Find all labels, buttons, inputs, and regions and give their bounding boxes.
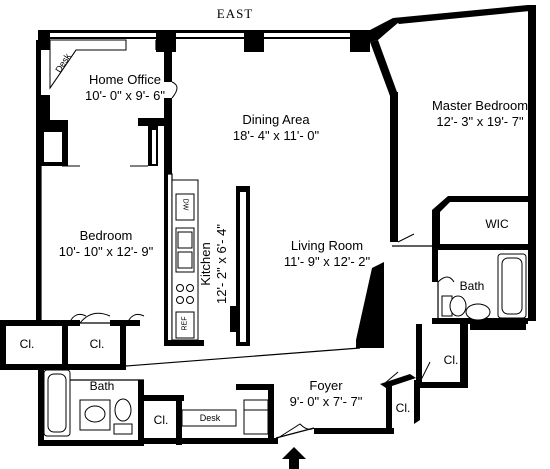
foyer-desk: [181, 399, 269, 435]
room-dims: 12'- 2" x 6'- 4": [214, 224, 229, 304]
room-master-bedroom: Master Bedroom 12'- 3" x 19'- 7": [418, 98, 542, 130]
room-dims: 10'- 10" x 12'- 9": [58, 244, 154, 259]
dishwasher-label: DW: [181, 198, 189, 211]
doors: [62, 81, 455, 439]
room-name: Kitchen: [198, 242, 213, 286]
closet-2: Cl.: [89, 337, 105, 351]
closet-1: Cl.: [19, 337, 35, 351]
room-name: Foyer: [309, 378, 343, 393]
room-kitchen: Kitchen 12'- 2" x 6'- 4": [198, 218, 230, 310]
room-home-office: Home Office 10'- 0" x 9'- 6": [70, 72, 180, 104]
room-dims: 11'- 9" x 12'- 2": [283, 254, 371, 269]
room-name: Living Room: [290, 238, 364, 253]
room-foyer: Foyer 9'- 0" x 7'- 7": [276, 378, 376, 410]
room-name: Master Bedroom: [431, 98, 529, 113]
room-name: Dining Area: [242, 112, 310, 127]
room-bedroom: Bedroom 10'- 10" x 12'- 9": [46, 228, 166, 260]
room-dims: 12'- 3" x 19'- 7": [436, 114, 524, 129]
room-dims: 10'- 0" x 9'- 6": [85, 88, 165, 103]
room-wic: WIC: [485, 217, 509, 231]
closet-3: Cl.: [153, 413, 169, 427]
room-dims: 9'- 0" x 7'- 7": [289, 394, 363, 409]
walls: [0, 5, 536, 446]
kitchen-fixtures: [171, 179, 199, 341]
closet-5: Cl.: [443, 353, 459, 367]
room-bath: Bath: [89, 379, 115, 393]
home-office-desk: [49, 39, 127, 90]
room-dining-area: Dining Area 18'- 4" x 11'- 0": [216, 112, 336, 144]
room-name: Bedroom: [79, 228, 133, 243]
closet-4: Cl.: [395, 401, 411, 415]
room-living-room: Living Room 11'- 9" x 12'- 2": [262, 238, 392, 270]
room-master-bath: Bath: [459, 279, 485, 293]
entry-arrow-icon: [282, 447, 306, 469]
foyer-desk-label: Desk: [199, 413, 221, 423]
room-name: Home Office: [88, 72, 161, 87]
bath-fixtures: [43, 253, 527, 437]
refrigerator-label: REF: [181, 316, 189, 331]
orientation-label: EAST: [216, 6, 254, 21]
room-dims: 18'- 4" x 11'- 0": [232, 128, 320, 143]
